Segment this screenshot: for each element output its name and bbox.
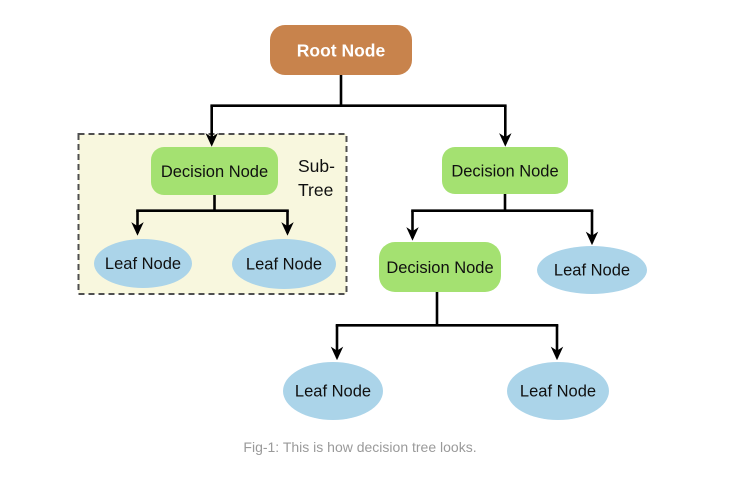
subtree-label-line1: Sub- <box>298 156 335 176</box>
leaf-node-right-label: Leaf Node <box>554 262 630 280</box>
leaf-node-subtree-right: Leaf Node <box>232 239 336 289</box>
decision-node-mid: Decision Node <box>379 242 501 292</box>
decision-node-mid-shape <box>379 242 501 292</box>
decision-node-subtree: Decision Node <box>151 147 278 195</box>
leaf-node-bottom-right-shape <box>507 362 609 420</box>
leaf-node-bottom-left-label: Leaf Node <box>295 383 371 401</box>
decision-node-subtree-label: Decision Node <box>161 163 268 181</box>
connector-subtree-children <box>131 195 294 236</box>
leaf-node-bottom-left: Leaf Node <box>283 362 383 420</box>
connector-root-to-level1 <box>205 75 512 147</box>
leaf-node-bottom-left-shape <box>283 362 383 420</box>
leaf-node-subtree-right-shape <box>232 239 336 289</box>
decision-node-right-shape <box>442 147 568 194</box>
root-node-shape <box>270 25 412 75</box>
leaf-node-subtree-left-label: Leaf Node <box>105 255 181 273</box>
leaf-node-subtree-left-shape <box>94 239 192 288</box>
connector-mid-children <box>330 292 564 361</box>
leaf-node-right: Leaf Node <box>537 246 647 294</box>
leaf-node-subtree-left: Leaf Node <box>94 239 192 288</box>
decision-node-right: Decision Node <box>442 147 568 194</box>
root-node-label: Root Node <box>297 41 386 61</box>
leaf-node-bottom-right: Leaf Node <box>507 362 609 420</box>
connector-right-children <box>406 194 599 246</box>
leaf-node-bottom-right-label: Leaf Node <box>520 383 596 401</box>
root-node: Root Node <box>270 25 412 75</box>
leaf-node-right-shape <box>537 246 647 294</box>
subtree-annotation: Sub- Tree <box>298 156 335 200</box>
decision-node-right-label: Decision Node <box>451 163 558 181</box>
decision-node-subtree-shape <box>151 147 278 195</box>
subtree-label-line2: Tree <box>298 180 333 200</box>
figure-caption: Fig-1: This is how decision tree looks. <box>243 439 476 455</box>
decision-node-mid-label: Decision Node <box>386 259 493 277</box>
leaf-node-subtree-right-label: Leaf Node <box>246 256 322 274</box>
